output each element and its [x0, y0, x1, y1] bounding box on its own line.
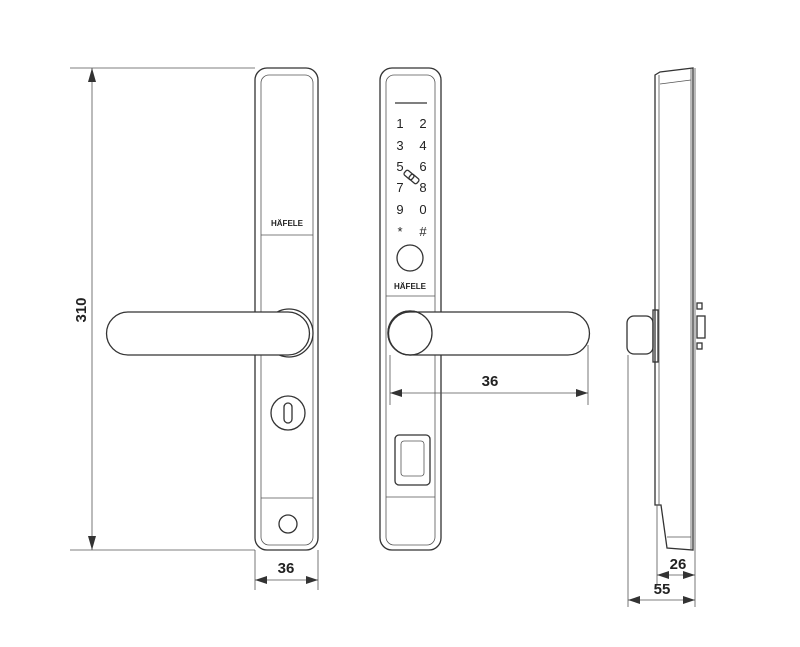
side-body — [654, 67, 694, 551]
key-9[interactable]: 9 — [396, 202, 403, 217]
keyhole-slot — [283, 402, 293, 424]
fingerprint-sensor[interactable] — [396, 244, 424, 272]
key-star[interactable]: * — [397, 224, 402, 239]
key-2[interactable]: 2 — [419, 116, 426, 131]
dimension-side: 26 55 — [627, 355, 696, 607]
dimension-label-lever: 36 — [482, 373, 499, 390]
key-0[interactable]: 0 — [419, 202, 426, 217]
dimension-label-depth-inner: 26 — [670, 556, 687, 573]
brand-logo: HÄFELE — [394, 282, 427, 291]
key-7[interactable]: 7 — [396, 180, 403, 195]
key-override-inner — [400, 440, 425, 477]
lever-knob-profile — [626, 315, 654, 355]
front-view: 1 2 3 4 5 6 7 8 9 0 * # HÄFELE — [379, 67, 591, 551]
key-5[interactable]: 5 — [396, 159, 403, 174]
key-8[interactable]: 8 — [419, 180, 426, 195]
dimension-plate-width: 36 — [254, 550, 319, 590]
back-plate-outline — [254, 67, 319, 551]
card-reader-icon — [403, 169, 420, 185]
spindle-pin — [696, 342, 703, 350]
lever-handle — [105, 311, 311, 356]
key-override-cover — [394, 434, 431, 486]
keyhole-cylinder — [270, 395, 306, 431]
spindle-block — [696, 315, 706, 339]
dimension-label-depth-total: 55 — [654, 581, 671, 598]
key-3[interactable]: 3 — [396, 138, 403, 153]
rosette-profile — [652, 309, 659, 363]
back-plate-inner — [260, 74, 314, 546]
key-6[interactable]: 6 — [419, 159, 426, 174]
spindle-pin — [696, 302, 703, 310]
key-hash[interactable]: # — [419, 224, 427, 239]
front-plate-outline — [379, 67, 442, 551]
dimension-height: 310 — [70, 67, 255, 551]
key-4[interactable]: 4 — [419, 138, 426, 153]
back-view: HÄFELE — [105, 67, 319, 551]
key-1[interactable]: 1 — [396, 116, 403, 131]
brand-logo: HÄFELE — [271, 219, 304, 228]
dimension-lever: 36 — [389, 345, 589, 405]
front-plate-inner — [385, 74, 436, 546]
side-view — [626, 67, 706, 551]
lever-handle — [387, 311, 591, 356]
keypad: 1 2 3 4 5 6 7 8 9 0 * # — [396, 116, 427, 239]
screw-hole — [278, 514, 298, 534]
dimension-label-height: 310 — [73, 297, 90, 322]
dimension-label-plate-width: 36 — [278, 560, 295, 577]
